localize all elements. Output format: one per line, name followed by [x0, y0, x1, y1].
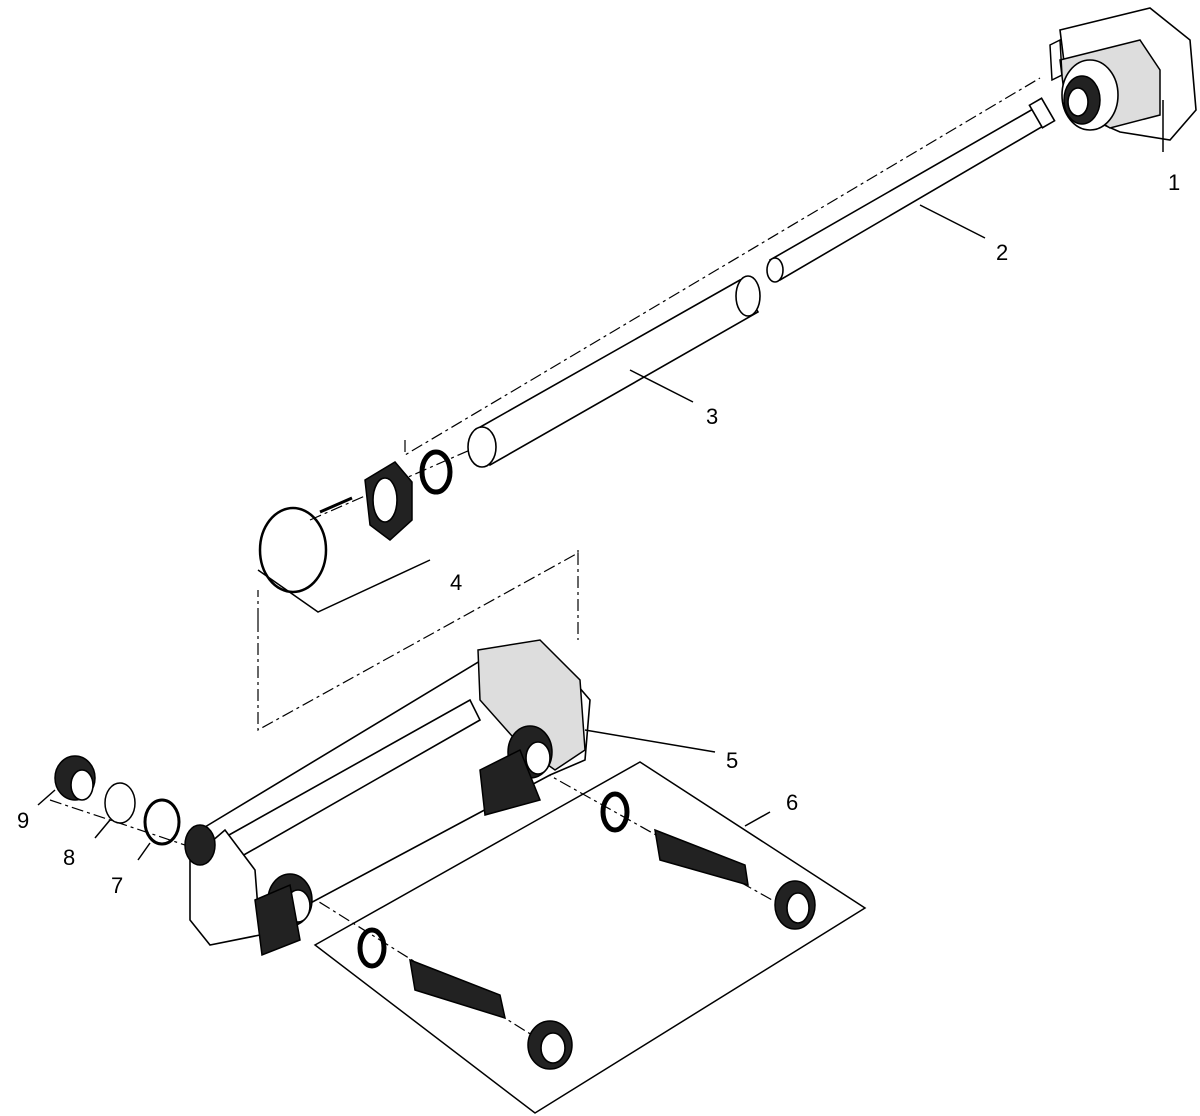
part-2-uvc-lamp [766, 97, 1056, 283]
leader-line-2 [919, 204, 986, 239]
part-6-hose-connector-set [313, 761, 867, 1114]
part-1-lamp-housing [1049, 7, 1197, 141]
leader-line-9 [37, 789, 56, 806]
leader-line-6 [744, 811, 771, 827]
leader-line-4 [257, 559, 431, 613]
leader-line-3 [629, 369, 694, 403]
part-label-9: 9 [17, 808, 30, 833]
part-9-union-nut [54, 755, 96, 801]
part-label-8: 8 [63, 845, 76, 870]
leader-line-8 [94, 819, 111, 839]
part-4-seal-set [258, 449, 453, 594]
part-8-seal [104, 782, 136, 824]
part-label-7: 7 [111, 873, 124, 898]
part-3-quartz-glass [467, 275, 761, 468]
part-label-2: 2 [996, 240, 1009, 265]
part-label-3: 3 [706, 404, 719, 429]
part-label-4: 4 [450, 570, 463, 595]
part-5-uvc-housing [184, 639, 591, 957]
part-label-5: 5 [726, 748, 739, 773]
leader-line-7 [137, 842, 151, 861]
part-7-o-ring [143, 798, 181, 846]
part-label-1: 1 [1168, 170, 1181, 195]
leader-line-5 [584, 729, 716, 753]
part-label-6: 6 [786, 790, 799, 815]
